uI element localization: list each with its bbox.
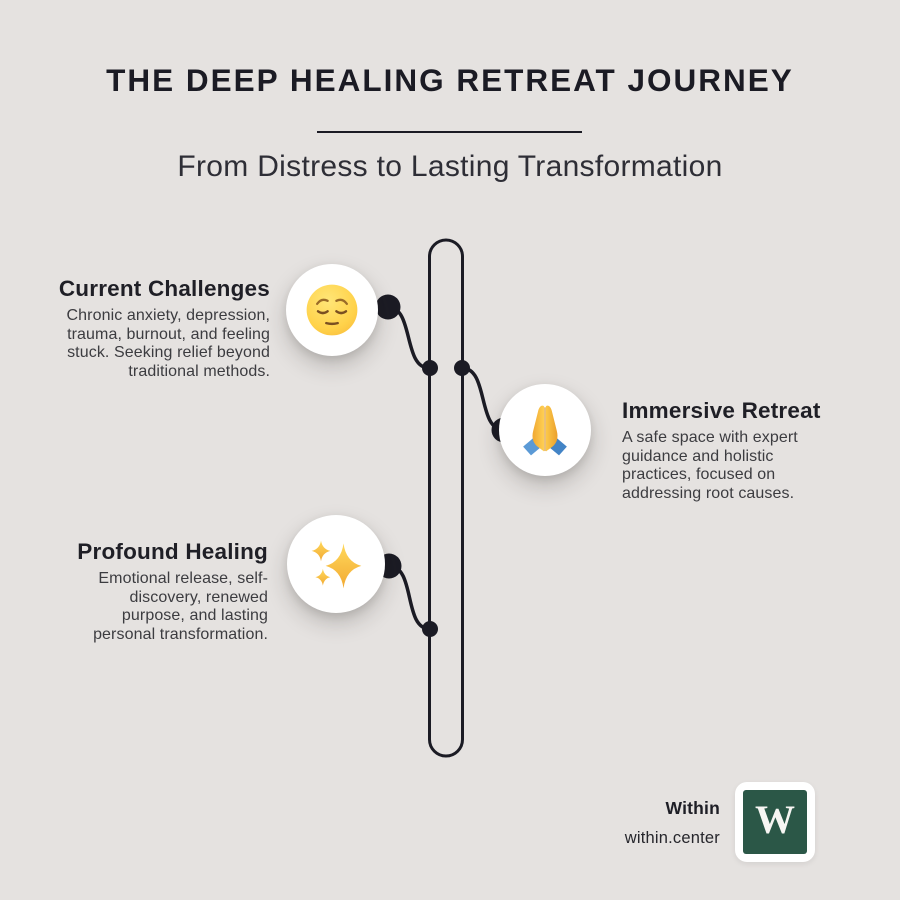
brand-logo-square: W [743,790,807,854]
track-dot-1 [422,360,438,376]
sparkles-icon [311,540,362,589]
connector-current-challenges [386,305,431,370]
node-heading: Current Challenges [58,276,270,301]
track-dot-3 [422,621,438,637]
timeline-capsule [428,238,464,758]
node-circle-current-challenges [286,264,378,356]
connector-immersive-retreat [460,366,506,432]
node-body: Chronic anxiety, depression, trauma, bur… [66,306,270,381]
page-subtitle: From Distress to Lasting Transformation [177,150,723,183]
node-heading: Immersive Retreat [622,398,821,423]
node-circle-immersive-retreat [499,384,591,476]
node-dot-current-challenges [375,294,401,320]
brand-logo-letter: W [755,797,795,842]
connector-profound-healing [387,564,432,631]
node-body: Emotional release, self-discovery, renew… [93,569,268,644]
node-circle-profound-healing [287,515,385,613]
title-divider [317,131,582,133]
node-text-current-challenges: Current Challenges Chronic anxiety, depr… [32,276,270,382]
pensive-face-icon [306,284,358,336]
folded-hands-icon [523,405,567,456]
brand-logo: W [735,782,815,862]
node-heading: Profound Healing [77,539,268,564]
node-text-profound-healing: Profound Healing Emotional release, self… [68,539,268,645]
track-dot-2 [454,360,470,376]
node-body: A safe space with expert guidance and ho… [622,428,798,503]
brand-website: within.center [624,829,720,847]
page-title: THE DEEP HEALING RETREAT JOURNEY [106,62,794,98]
brand-name: Within [665,798,720,818]
node-text-immersive-retreat: Immersive Retreat A safe space with expe… [622,398,827,504]
